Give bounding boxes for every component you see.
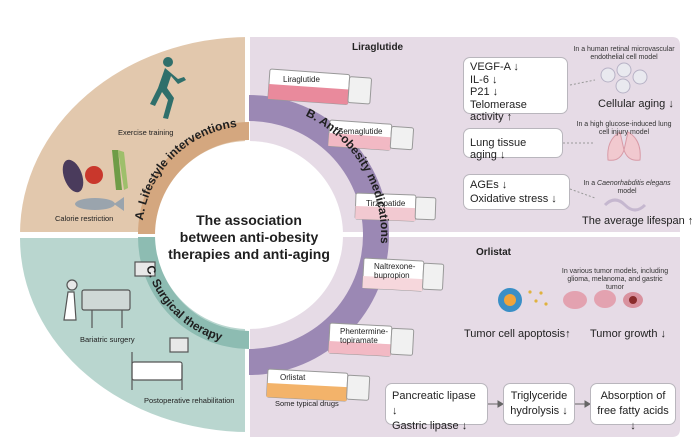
- drug-phentermine: Phentermine-topiramate: [340, 327, 389, 345]
- center-circle: [155, 141, 343, 329]
- rehab-label: Postoperative rehabilitation: [144, 396, 235, 405]
- surgery-ring: [138, 237, 249, 349]
- tumor-growth-icon: [563, 290, 643, 309]
- drug-box-shapes: [266, 68, 445, 402]
- absorption-box: Absorption of free fatty acids ↓: [590, 383, 676, 432]
- center-title: The association between anti-obesity the…: [168, 212, 330, 262]
- lung-aging-box: Lung tissue aging ↓: [463, 128, 563, 161]
- lifestyle-ring: [138, 122, 249, 234]
- drug-orlistat: Orlistat: [280, 373, 306, 382]
- exercise-label: Exercise training: [118, 128, 174, 137]
- drugs-caption: Some typical drugs: [275, 399, 339, 408]
- bariatric-surgery-icon: [63, 261, 156, 328]
- triglyceride-box: Triglyceride hydrolysis ↓: [503, 383, 575, 425]
- bariatric-label: Bariatric surgery: [80, 335, 135, 344]
- cellular-aging-icon: [600, 62, 648, 94]
- dashed-arrows: [563, 79, 596, 199]
- drug-liraglutide: Liraglutide: [283, 75, 320, 84]
- stress-box: AGEs ↓ Oxidative stress ↓: [463, 174, 570, 210]
- model1-text: In a human retinal microvascular endothe…: [573, 46, 675, 62]
- flow-arrows: [488, 400, 591, 408]
- orlistat-model-text: In various tumor models, including gliom…: [561, 268, 669, 292]
- drug-tirzepatide: Tirzepatide: [366, 199, 406, 208]
- model3-text: In a Caenorhabditis elegans model: [583, 180, 671, 196]
- lifespan-outcome: The average lifespan ↑: [582, 215, 694, 227]
- medications-arc: [249, 95, 389, 375]
- calorie-label: Calorie restriction: [55, 214, 114, 223]
- tumor-cell-icon: [498, 288, 548, 312]
- calorie-food-icon: [62, 150, 128, 211]
- cellular-aging-outcome: Cellular aging ↓: [598, 98, 674, 110]
- drug-semaglutide: Semaglutide: [338, 127, 383, 136]
- apoptosis-outcome: Tumor cell apoptosis↑: [464, 328, 571, 340]
- tumor-growth-outcome: Tumor growth ↓: [590, 328, 667, 340]
- model2-text: In a high glucose-induced lung cell inju…: [576, 121, 672, 137]
- runner-icon: [150, 57, 186, 119]
- liraglutide-markers-box: VEGF-A ↓ IL-6 ↓ P21 ↓ Telomerase activit…: [463, 57, 568, 123]
- worm-icon: [603, 198, 647, 212]
- lipase-box: Pancreatic lipase ↓ Gastric lipase ↓: [385, 383, 488, 432]
- liraglutide-title: Liraglutide: [352, 42, 404, 53]
- rehabilitation-icon: [131, 337, 189, 390]
- lung-icon: [607, 131, 641, 161]
- orlistat-title: Orlistat: [476, 247, 512, 258]
- drug-naltrexone: Naltrexone-bupropion: [374, 262, 416, 280]
